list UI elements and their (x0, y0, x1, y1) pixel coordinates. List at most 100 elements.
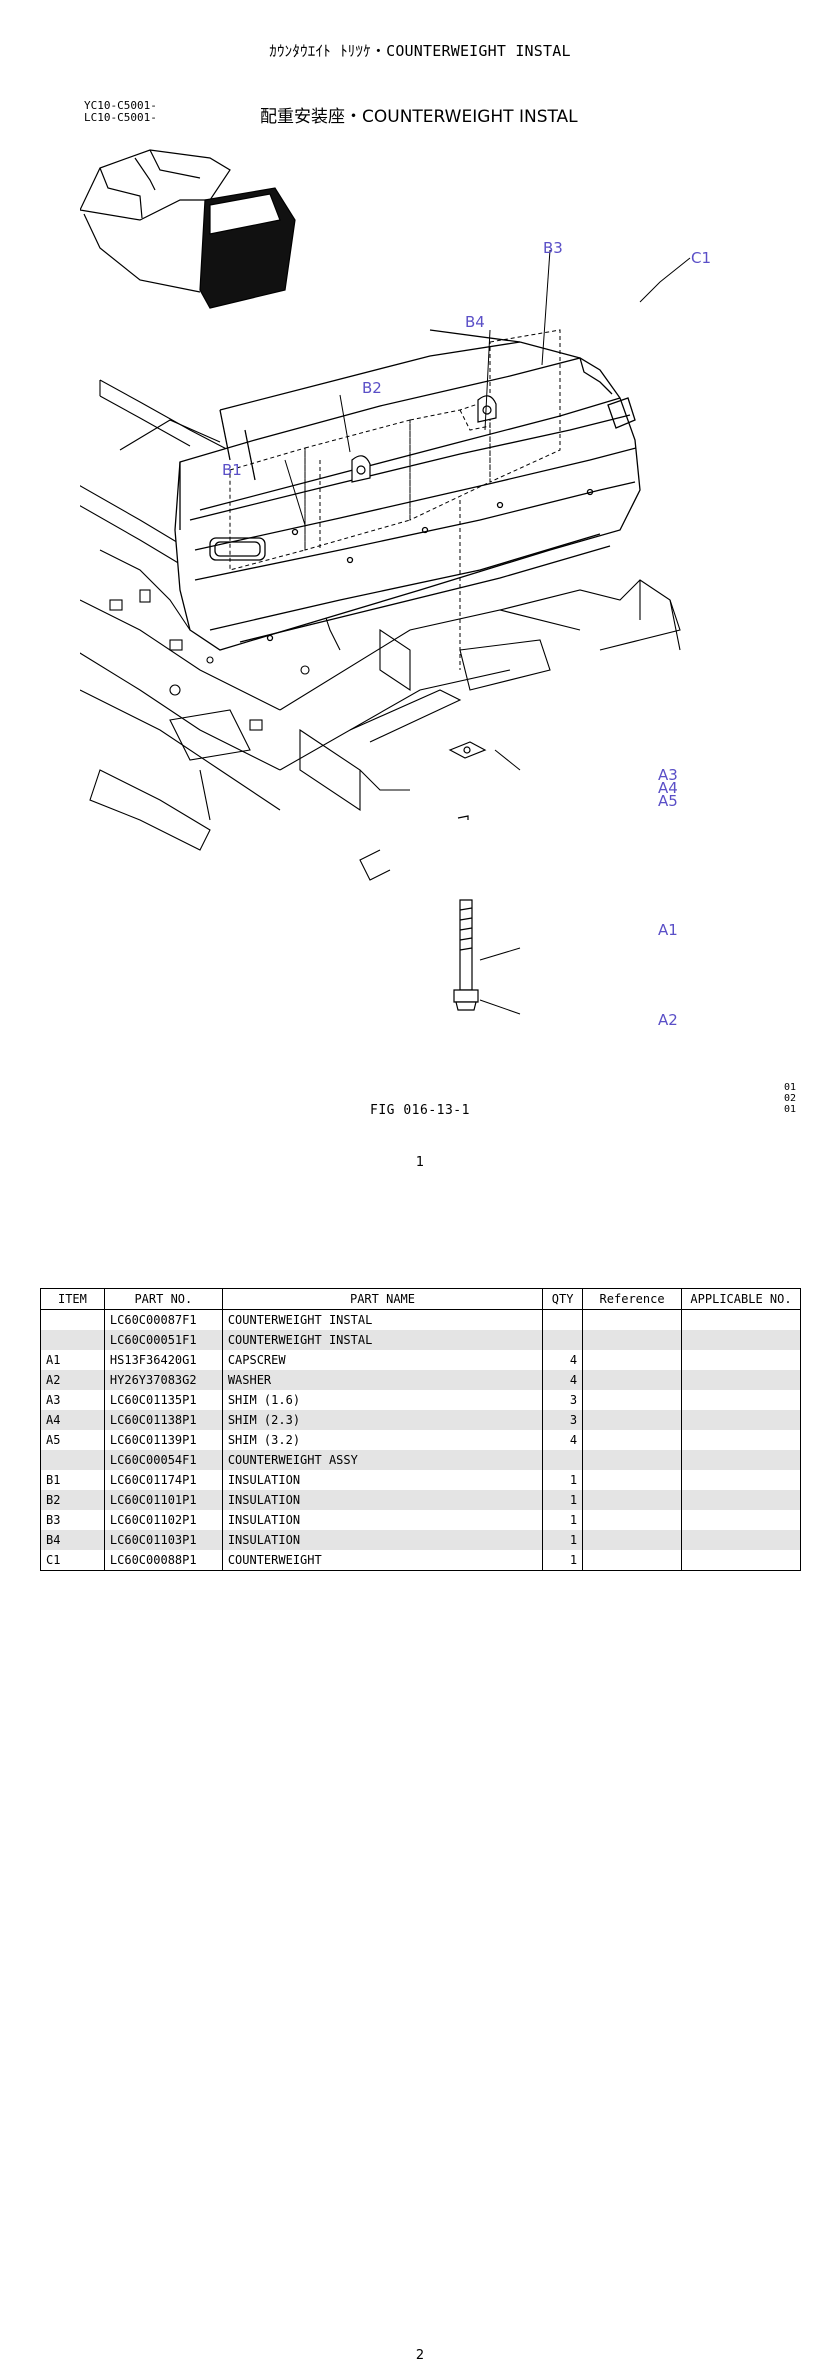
item-cell (40, 1450, 105, 1470)
insulation-panels (229, 329, 561, 670)
item-cell: B1 (40, 1470, 105, 1490)
part-name-cell: INSULATION (221, 1490, 544, 1510)
figure-number: FIG 016-13-1 (370, 1103, 470, 1118)
qty-cell: 1 (542, 1490, 584, 1510)
column-header-part-no: PART NO. (103, 1288, 223, 1310)
part-no-cell: LC60C00088P1 (103, 1550, 223, 1571)
applicable-cell (681, 1410, 801, 1430)
part-name-cell: COUNTERWEIGHT (221, 1550, 544, 1571)
figure-title: 配重安装座・COUNTERWEIGHT INSTAL (260, 107, 578, 127)
item-cell (40, 1330, 105, 1350)
part-name-cell: INSULATION (221, 1470, 544, 1490)
qty-cell: 1 (542, 1510, 584, 1530)
qty-cell: 3 (542, 1410, 584, 1430)
qty-cell: 1 (542, 1530, 584, 1550)
callout-label: A2 (658, 1011, 678, 1029)
callout-label: A4 (658, 779, 678, 797)
part-name-cell: COUNTERWEIGHT INSTAL (221, 1330, 544, 1350)
item-cell: B4 (40, 1530, 105, 1550)
insulation-mount-holes (351, 395, 497, 483)
part-name-cell: SHIM (3.2) (221, 1430, 544, 1450)
upper-frame (80, 379, 681, 881)
exploded-parts-diagram: B3 C1 B4 B2 B1 A3 A4 A5 A1 A2 (80, 149, 711, 1029)
part-name-cell: COUNTERWEIGHT ASSY (221, 1450, 544, 1470)
column-header-reference: Reference (582, 1288, 683, 1310)
applicable-cell (681, 1309, 801, 1330)
reference-cell (582, 1350, 683, 1370)
callout-label: A5 (658, 792, 678, 810)
reference-cell (582, 1309, 683, 1330)
part-no-cell: LC60C00054F1 (103, 1450, 223, 1470)
counterweight (174, 329, 641, 651)
callout-label: A1 (658, 921, 678, 939)
part-no-cell: LC60C01103P1 (103, 1530, 223, 1550)
applicable-cell (681, 1530, 801, 1550)
applicable-cell (681, 1490, 801, 1510)
applicable-cell (681, 1470, 801, 1490)
item-cell: A5 (40, 1430, 105, 1450)
applicable-cell (681, 1370, 801, 1390)
applicable-cell (681, 1350, 801, 1370)
part-no-cell: LC60C01138P1 (103, 1410, 223, 1430)
applicable-cell (681, 1330, 801, 1350)
reference-cell (582, 1510, 683, 1530)
part-name-cell: SHIM (2.3) (221, 1410, 544, 1430)
part-no-cell: LC60C00087F1 (103, 1309, 223, 1330)
part-name-cell: WASHER (221, 1370, 544, 1390)
page-number: 1 (415, 1155, 425, 1170)
applicable-cell (681, 1550, 801, 1571)
column-header-applicable-no: APPLICABLE NO. (681, 1288, 801, 1310)
part-no-cell: HS13F36420G1 (103, 1350, 223, 1370)
qty-cell: 1 (542, 1550, 584, 1571)
qty-cell: 4 (542, 1350, 584, 1370)
part-name-cell: CAPSCREW (221, 1350, 544, 1370)
column-header-item: ITEM (40, 1288, 105, 1310)
qty-cell: 3 (542, 1390, 584, 1410)
part-no-cell: HY26Y37083G2 (103, 1370, 223, 1390)
model-code: YC10-C5001- (84, 99, 157, 112)
revision-code: 01 (784, 1082, 797, 1093)
reference-cell (582, 1530, 683, 1550)
callout-labels: B3 C1 B4 B2 B1 A3 A4 A5 A1 A2 (222, 239, 711, 1029)
item-cell: A3 (40, 1390, 105, 1410)
item-cell (40, 1309, 105, 1330)
revision-codes: 01 02 01 (784, 1082, 796, 1115)
model-codes: YC10-C5001- LC10-C5001- (84, 100, 157, 124)
reference-cell (582, 1370, 683, 1390)
part-name-cell: INSULATION (221, 1510, 544, 1530)
reference-cell (582, 1450, 683, 1470)
column-header-part-name: PART NAME (221, 1288, 544, 1310)
table-header-row: ITEM PART NO. PART NAME QTY Reference AP… (40, 1288, 801, 1310)
item-cell: A1 (40, 1350, 105, 1370)
reference-cell (582, 1550, 683, 1571)
qty-cell: 4 (542, 1370, 584, 1390)
applicable-cell (681, 1390, 801, 1410)
callout-label: B4 (465, 313, 485, 331)
reference-cell (582, 1410, 683, 1430)
item-cell: C1 (40, 1550, 105, 1571)
callout-label: B2 (362, 379, 382, 397)
part-no-cell: LC60C01139P1 (103, 1430, 223, 1450)
part-no-cell: LC60C01135P1 (103, 1390, 223, 1410)
qty-cell (542, 1450, 584, 1470)
reference-cell (582, 1490, 683, 1510)
callout-label: A3 (658, 766, 678, 784)
qty-cell: 1 (542, 1470, 584, 1490)
qty-cell (542, 1330, 584, 1350)
item-cell: A2 (40, 1370, 105, 1390)
qty-cell (542, 1309, 584, 1330)
callout-label: B3 (543, 239, 563, 257)
reference-cell (582, 1470, 683, 1490)
callout-label: C1 (691, 249, 711, 267)
item-cell: B3 (40, 1510, 105, 1530)
reference-cell (582, 1390, 683, 1410)
reference-cell (582, 1430, 683, 1450)
part-name-cell: INSULATION (221, 1530, 544, 1550)
